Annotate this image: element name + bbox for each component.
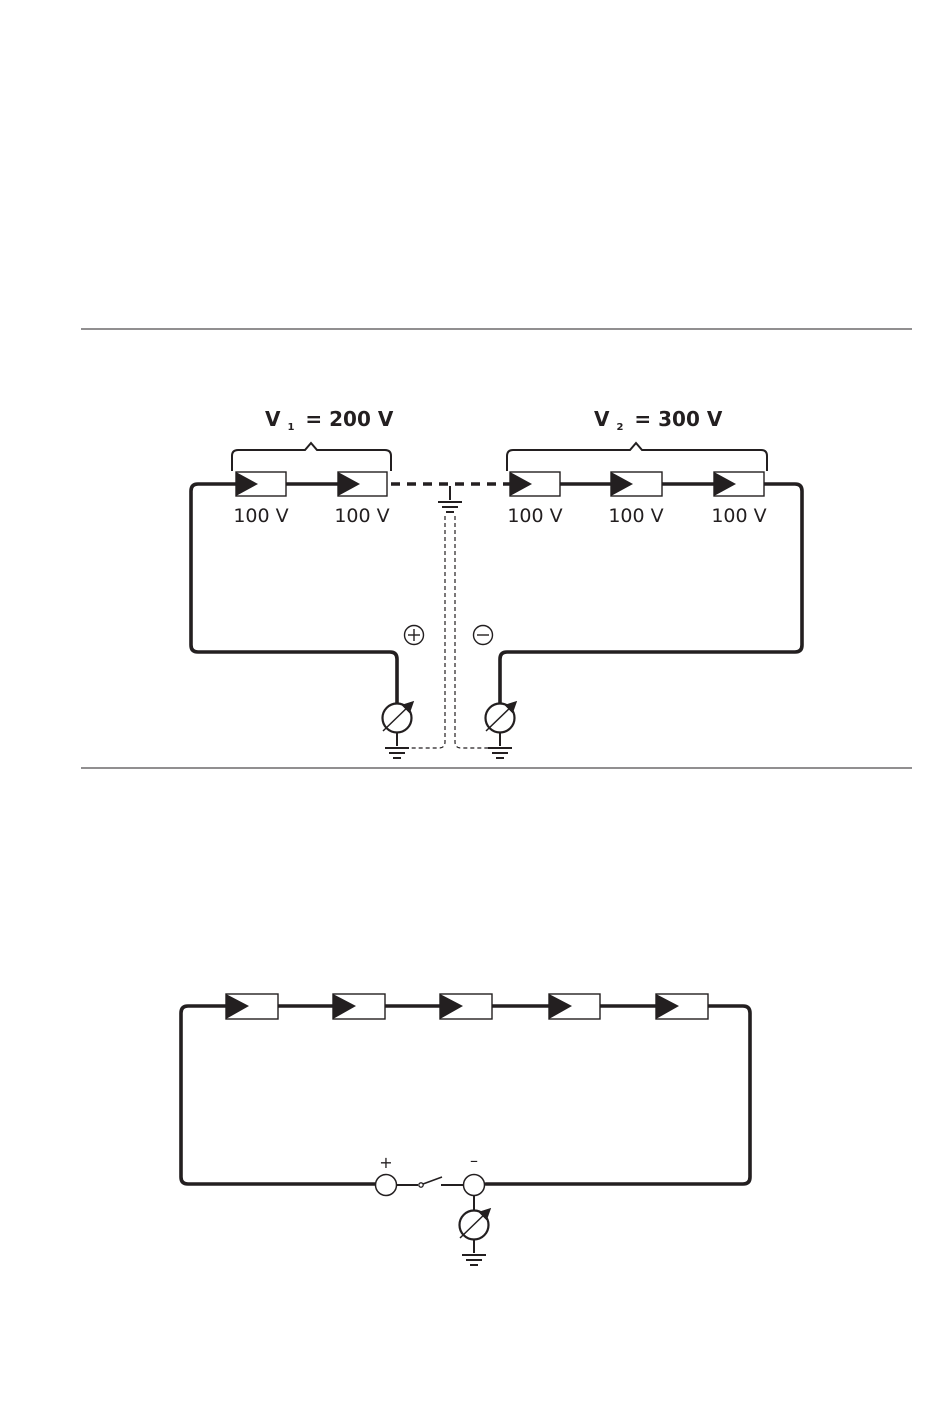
group-2-subscript: 2	[616, 422, 623, 433]
bottom-voltmeter-icon	[460, 1196, 490, 1265]
left-voltmeter-icon	[383, 703, 413, 758]
bottom-pv-module-4	[549, 994, 600, 1019]
bottom-pv-module-5	[656, 994, 708, 1019]
group-1-symbol: V	[265, 407, 281, 431]
bottom-string-loop-left	[181, 1006, 375, 1184]
figure-top: V 1 = 200 V V 2 = 300 V	[191, 407, 802, 758]
bottom-pv-module-2	[333, 994, 385, 1019]
bottom-pv-module-1	[226, 994, 278, 1019]
positive-terminal-icon	[376, 1175, 397, 1196]
bottom-plus-label: +	[379, 1153, 392, 1172]
module-4-voltage-label: 100 V	[608, 505, 663, 527]
pv-module-4: 100 V	[608, 472, 663, 527]
center-ground-icon	[438, 486, 462, 512]
right-voltmeter-icon	[486, 703, 516, 758]
bottom-minus-label: –	[470, 1151, 478, 1170]
module-2-voltage-label: 100 V	[334, 505, 389, 527]
group-1-bracket	[232, 443, 391, 471]
switch-icon	[397, 1177, 463, 1187]
bottom-string-loop-right	[486, 1006, 750, 1184]
group-2-value: = 300 V	[634, 407, 722, 431]
ground-return-dashed	[406, 516, 494, 748]
group-1-subscript: 1	[287, 422, 294, 433]
group-2-label: V 2 = 300 V	[594, 407, 723, 435]
pv-module-1: 100 V	[233, 472, 288, 527]
figure-bottom: + –	[181, 994, 750, 1265]
module-3-voltage-label: 100 V	[507, 505, 562, 527]
pv-module-5: 100 V	[711, 472, 766, 527]
pv-module-3: 100 V	[507, 472, 562, 527]
negative-terminal-icon	[464, 1175, 485, 1196]
group-1-label: V 1 = 200 V	[265, 407, 394, 435]
pv-module-2: 100 V	[334, 472, 389, 527]
bottom-pv-module-3	[440, 994, 492, 1019]
group-2-bracket	[507, 443, 767, 471]
group-1-value: = 200 V	[305, 407, 393, 431]
module-1-voltage-label: 100 V	[233, 505, 288, 527]
minus-symbol-icon	[474, 626, 493, 645]
module-5-voltage-label: 100 V	[711, 505, 766, 527]
group-2-symbol: V	[594, 407, 610, 431]
plus-symbol-icon	[405, 626, 424, 645]
